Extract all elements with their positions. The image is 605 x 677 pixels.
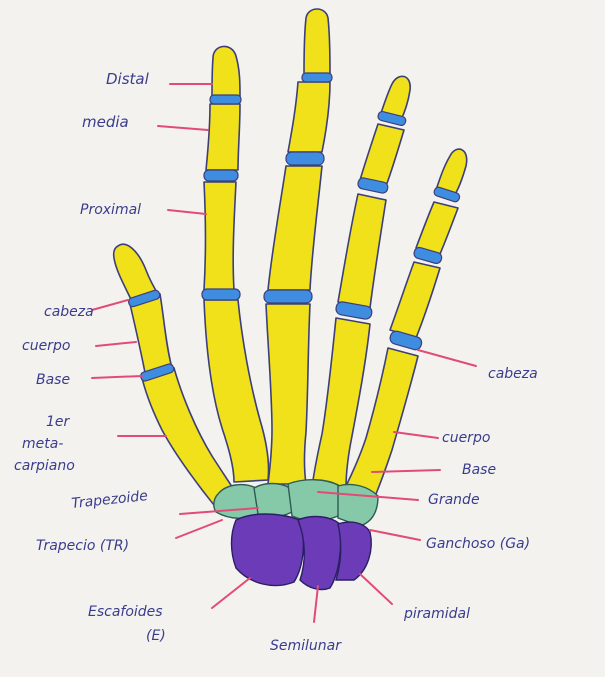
proximal-leader xyxy=(168,210,206,214)
little-middle-phalanx xyxy=(416,202,458,254)
label-cabeza-right: cabeza xyxy=(488,366,538,382)
label-trapecio: Trapecio (TR) xyxy=(36,538,129,554)
middle-mcp-joint xyxy=(264,290,312,303)
index-metacarpal xyxy=(204,300,269,482)
hamate-bone xyxy=(338,484,378,526)
triquetrum-bone xyxy=(336,522,371,580)
label-grande: Grande xyxy=(428,492,480,508)
middle-pip-joint xyxy=(286,152,324,165)
ganchoso-leader xyxy=(370,530,420,540)
ring-middle-phalanx xyxy=(360,124,404,186)
label-proximal: Proximal xyxy=(80,202,141,218)
label-metacarpiano-1: 1er xyxy=(46,414,71,430)
trapezoid-bone xyxy=(254,484,292,517)
label-base-left: Base xyxy=(36,372,70,388)
index-middle-phalanx xyxy=(206,104,240,170)
middle-middle-phalanx xyxy=(288,82,330,152)
label-metacarpiano-2: meta- xyxy=(22,436,63,452)
cabeza-right-leader xyxy=(418,350,476,366)
cuerpo-right-leader xyxy=(394,432,438,438)
index-distal-phalanx xyxy=(212,46,240,96)
middle-distal-phalanx xyxy=(304,9,330,74)
index-mcp-joint xyxy=(202,289,240,300)
capitate-bone xyxy=(288,480,340,521)
index-dip-joint xyxy=(210,95,241,104)
index-proximal-phalanx xyxy=(204,182,236,290)
semilunar-leader xyxy=(314,586,318,622)
scaphoid-bone xyxy=(232,514,304,586)
label-ganchoso: Ganchoso (Ga) xyxy=(426,536,530,552)
piramidal-leader xyxy=(360,574,392,604)
middle-metacarpal xyxy=(266,304,310,484)
cabeza-left-leader xyxy=(92,300,128,310)
label-trapezoide: Trapezoide xyxy=(71,488,149,512)
label-media: media xyxy=(82,113,129,131)
label-semilunar: Semilunar xyxy=(270,638,342,654)
escafoides-leader xyxy=(212,578,250,608)
middle-dip-joint xyxy=(302,73,332,82)
label-base-right: Base xyxy=(462,462,496,478)
label-cuerpo-right: cuerpo xyxy=(442,430,490,446)
label-escafoides-1: Escafoides xyxy=(88,604,163,620)
label-piramidal: piramidal xyxy=(403,606,470,622)
middle-proximal-phalanx xyxy=(268,166,322,290)
carpal-bones xyxy=(214,480,378,590)
label-cuerpo-left: cuerpo xyxy=(22,338,70,354)
base-left-leader xyxy=(92,376,142,378)
media-leader xyxy=(158,126,208,130)
little-proximal-phalanx xyxy=(390,262,440,338)
trapecio-leader xyxy=(176,520,222,538)
label-cabeza-left: cabeza xyxy=(44,304,94,320)
lunate-bone xyxy=(298,517,341,590)
index-pip-joint xyxy=(204,170,238,181)
label-metacarpiano-3: carpiano xyxy=(14,458,75,474)
label-distal: Distal xyxy=(106,70,150,88)
ring-proximal-phalanx xyxy=(338,194,386,308)
label-escafoides-2: (E) xyxy=(146,628,166,644)
cuerpo-left-leader xyxy=(96,342,136,346)
